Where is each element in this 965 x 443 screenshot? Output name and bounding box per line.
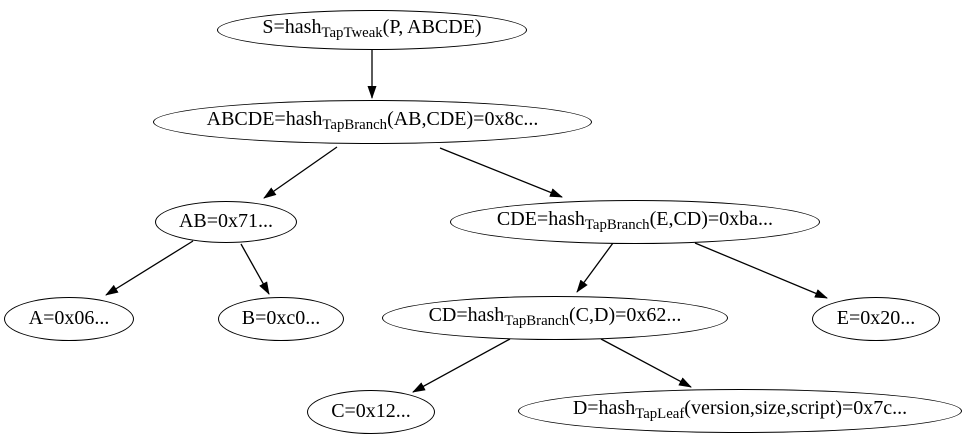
node-AB: AB=0x71... [155, 201, 297, 243]
node-S-label: S=hashTapTweak(P, ABCDE) [262, 16, 482, 42]
node-CD-label: CD=hashTapBranch(C,D)=0x62... [428, 304, 682, 330]
node-D: D=hashTapLeaf(version,size,script)=0x7c.… [518, 389, 962, 433]
edge-ABCDE-AB [263, 146, 338, 199]
node-C-label: C=0x12... [331, 400, 411, 422]
node-S: S=hashTapTweak(P, ABCDE) [217, 10, 527, 50]
edge-CDE-CD [576, 242, 614, 293]
edge-CD-C [412, 338, 511, 393]
node-B-label: B=0xc0... [241, 307, 321, 329]
edge-ABCDE-CDE [439, 147, 563, 198]
edge-CD-D [600, 338, 692, 388]
node-AB-label: AB=0x71... [178, 210, 274, 232]
node-D-label: D=hashTapLeaf(version,size,script)=0x7c.… [572, 397, 908, 423]
node-C: C=0x12... [307, 390, 435, 434]
node-A: A=0x06... [4, 297, 134, 341]
edge-AB-B [240, 243, 270, 295]
node-B: B=0xc0... [218, 297, 344, 341]
node-ABCDE-label: ABCDE=hashTapBranch(AB,CDE)=0x8c... [206, 108, 539, 134]
edge-CDE-E [694, 242, 828, 299]
node-E: E=0x20... [812, 297, 940, 341]
node-CDE-label: CDE=hashTapBranch(E,CD)=0xba... [496, 208, 774, 234]
node-CD: CD=hashTapBranch(C,D)=0x62... [382, 296, 728, 340]
node-A-label: A=0x06... [28, 307, 110, 329]
node-CDE: CDE=hashTapBranch(E,CD)=0xba... [450, 200, 820, 244]
node-E-label: E=0x20... [836, 307, 916, 329]
node-ABCDE: ABCDE=hashTapBranch(AB,CDE)=0x8c... [153, 100, 592, 144]
edge-AB-A [105, 240, 194, 296]
